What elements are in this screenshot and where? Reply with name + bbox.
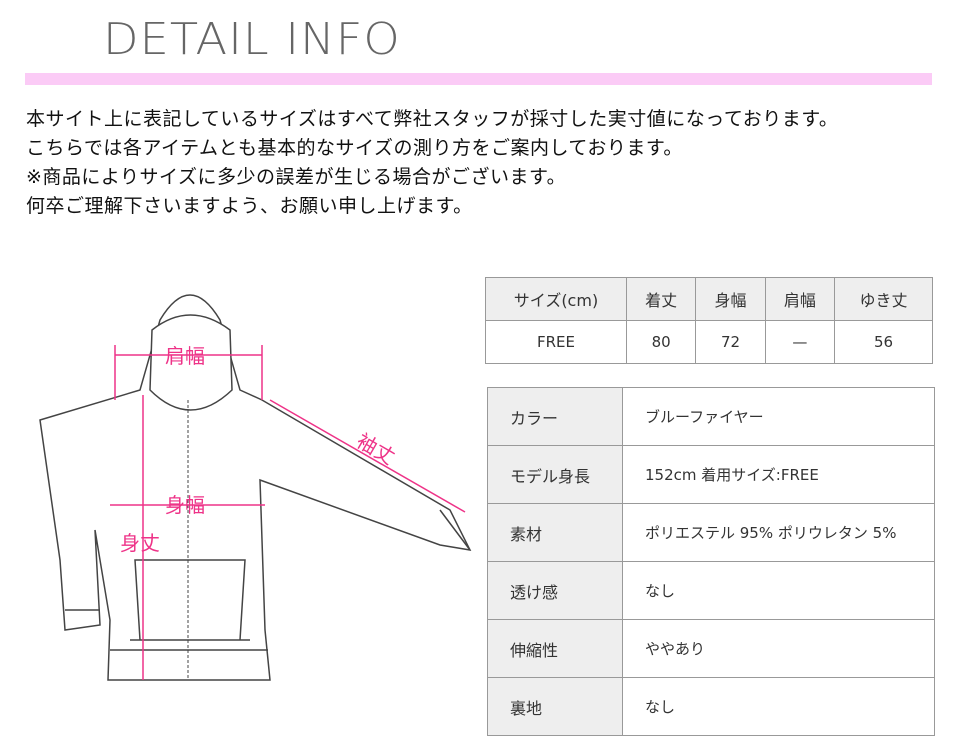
cell: 56	[834, 320, 933, 364]
pink-divider	[25, 73, 932, 85]
intro-line: ※商品によりサイズに多少の誤差が生じる場合がございます。	[26, 166, 567, 188]
header-cell: 身幅	[695, 277, 766, 321]
shoulder-label: 肩幅	[165, 344, 205, 368]
table-header-row: サイズ(cm) 着丈 身幅 肩幅 ゆき丈	[485, 277, 933, 321]
row-label: 素材	[487, 503, 623, 562]
page-title: DETAIL INFO	[103, 14, 401, 65]
cell: FREE	[485, 320, 627, 364]
row-value: ポリエステル 95% ポリウレタン 5%	[622, 503, 935, 562]
intro-line: こちらでは各アイテムとも基本的なサイズの測り方をご案内しております。	[26, 137, 683, 159]
cell: 80	[625, 320, 697, 364]
intro-line: 何卒ご理解下さいますよう、お願い申し上げます。	[26, 195, 473, 217]
size-table: サイズ(cm) 着丈 身幅 肩幅 ゆき丈 FREE 80 72 — 56	[485, 277, 933, 364]
header-cell: サイズ(cm)	[485, 277, 627, 321]
header-cell: 着丈	[625, 277, 697, 321]
row-label: 伸縮性	[487, 619, 623, 678]
intro-line: 本サイト上に表記しているサイズはすべて弊社スタッフが採寸した実寸値になっておりま…	[26, 108, 839, 130]
cell: —	[764, 320, 836, 364]
row-label: 裏地	[487, 677, 623, 736]
cell: 72	[695, 320, 766, 364]
row-value: ブルーファイヤー	[622, 387, 935, 446]
header-cell: 肩幅	[764, 277, 836, 321]
table-row: 裏地なし	[487, 677, 935, 736]
table-row: 伸縮性ややあり	[487, 619, 935, 678]
table-row: 透け感なし	[487, 561, 935, 620]
table-row: カラーブルーファイヤー	[487, 387, 935, 446]
length-label: 身丈	[120, 531, 160, 555]
table-row: FREE 80 72 — 56	[485, 320, 933, 364]
width-label: 身幅	[165, 493, 205, 517]
row-value: なし	[622, 677, 935, 736]
row-label: 透け感	[487, 561, 623, 620]
row-label: カラー	[487, 387, 623, 446]
row-value: 152cm 着用サイズ:FREE	[622, 445, 935, 504]
hoodie-diagram: 肩幅 袖丈 身幅 身丈	[39, 294, 472, 681]
row-value: ややあり	[622, 619, 935, 678]
row-label: モデル身長	[487, 445, 623, 504]
header-cell: ゆき丈	[834, 277, 933, 321]
table-row: 素材ポリエステル 95% ポリウレタン 5%	[487, 503, 935, 562]
intro-text: 本サイト上に表記しているサイズはすべて弊社スタッフが採寸した実寸値になっておりま…	[26, 105, 838, 221]
row-value: なし	[622, 561, 935, 620]
